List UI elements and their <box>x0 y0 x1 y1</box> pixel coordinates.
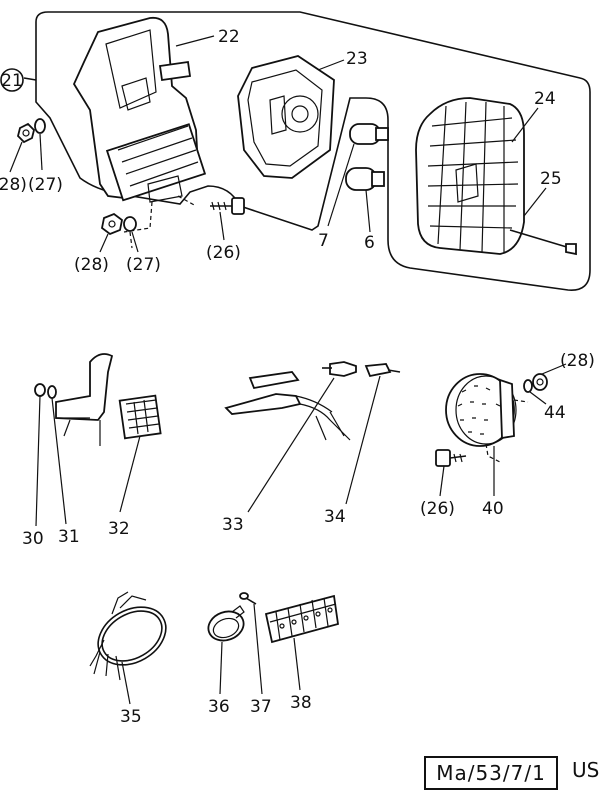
nut-28-right <box>532 373 548 391</box>
screw-26-top <box>210 197 245 215</box>
label-27-bottom: (27) <box>126 255 161 275</box>
handlebar-switch <box>224 371 351 441</box>
label-27-top: (27) <box>28 175 63 195</box>
leader-22 <box>175 35 215 47</box>
leader-38 <box>293 637 301 691</box>
reference-code-box: Ma/53/7/1 <box>424 756 558 790</box>
label-24: 24 <box>534 89 556 109</box>
screw-26-bottom <box>435 449 467 467</box>
switch-33 <box>322 361 357 377</box>
leader-30 <box>35 395 41 527</box>
nut-28-bottom <box>101 212 123 236</box>
label-28-bottom: (28) <box>74 255 109 275</box>
reflector-lens <box>415 97 525 255</box>
leader-31 <box>51 397 67 525</box>
label-44: 44 <box>544 403 566 423</box>
label-25: 25 <box>540 169 562 189</box>
label-6: 6 <box>364 233 375 253</box>
leader-6 <box>365 189 371 233</box>
callout-circle-21 <box>0 68 24 92</box>
leader-36 <box>219 641 223 695</box>
label-21: 21 <box>1 71 23 91</box>
small-screw <box>239 592 257 605</box>
label-26-top: (26) <box>206 243 241 263</box>
leader-24 <box>511 107 539 143</box>
label-31: 31 <box>58 527 80 547</box>
label-7: 7 <box>318 231 329 251</box>
leader-34 <box>345 375 381 505</box>
label-22: 22 <box>218 27 240 47</box>
label-30: 30 <box>22 529 44 549</box>
leader-44 <box>529 391 547 405</box>
leader-37 <box>253 603 263 695</box>
leader-33 <box>247 377 335 513</box>
label-40: 40 <box>482 499 504 519</box>
leader-25 <box>523 187 547 217</box>
lamp-holder <box>237 55 335 179</box>
label-34: 34 <box>324 507 346 527</box>
washer-30 <box>34 383 46 397</box>
washer-27-bottom <box>123 216 137 249</box>
switch-34 <box>364 363 401 378</box>
leader-23 <box>317 59 345 71</box>
hose-clamp <box>207 605 245 642</box>
label-32: 32 <box>108 519 130 539</box>
label-23: 23 <box>346 49 368 69</box>
assembly-21-outline <box>35 11 591 291</box>
label-37: 37 <box>250 697 272 717</box>
nut-28-top-left <box>17 122 35 144</box>
reflector-32 <box>118 394 162 440</box>
label-35: 35 <box>120 707 142 727</box>
label-38: 38 <box>290 693 312 713</box>
label-36: 36 <box>208 697 230 717</box>
leader-27-bottom <box>131 231 139 253</box>
washer-31 <box>47 385 57 399</box>
reflector-bracket <box>55 353 114 446</box>
leader-28-right <box>541 363 567 375</box>
label-28-right: (28) <box>560 351 595 371</box>
reference-suffix: US <box>572 758 600 782</box>
leader-28-top <box>9 141 23 173</box>
leader-35 <box>121 661 131 705</box>
long-screw <box>509 229 577 256</box>
leader-7 <box>327 143 355 227</box>
leader-26-top <box>219 211 225 241</box>
label-28-top: (28) <box>0 175 27 195</box>
reference-code: Ma/53/7/1 <box>436 761 546 785</box>
washer-27-top-left <box>34 118 46 134</box>
bulb-7 <box>349 123 389 145</box>
leader-21 <box>23 77 37 81</box>
leader-28-bottom <box>99 233 109 253</box>
wiring-loom <box>89 591 167 681</box>
leader-27-top <box>39 133 43 171</box>
terminal-block <box>264 594 340 644</box>
washer-44 <box>523 379 533 393</box>
label-26-bottom: (26) <box>420 499 455 519</box>
leader-26-bottom <box>439 465 445 497</box>
tail-lamp-housing <box>72 16 207 233</box>
label-33: 33 <box>222 515 244 535</box>
leader-32 <box>119 435 141 513</box>
horn <box>445 373 529 463</box>
bulb-6 <box>345 167 385 191</box>
